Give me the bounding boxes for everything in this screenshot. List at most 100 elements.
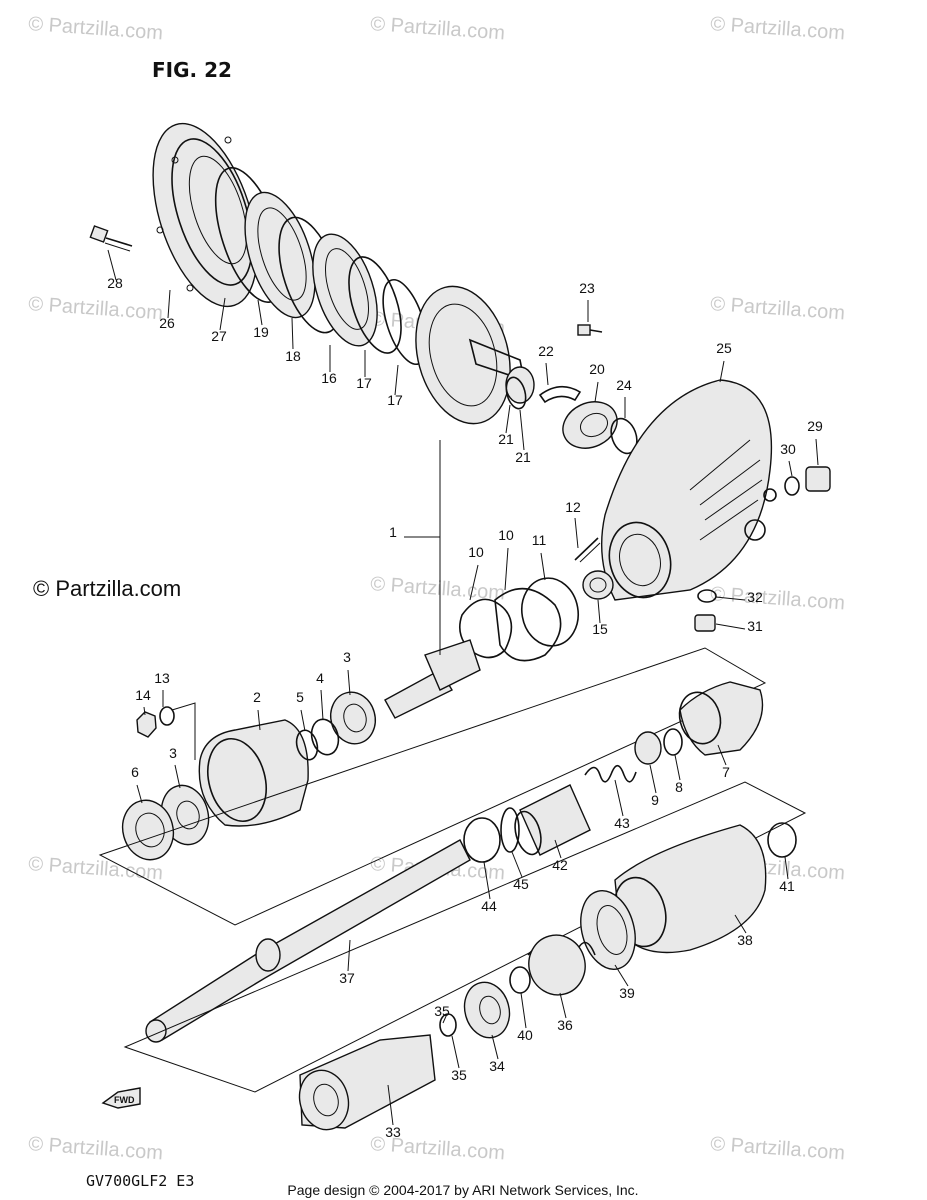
damper-cam-42 [514,784,591,856]
shim-21 [505,376,527,410]
callout-c29: 29 [807,418,823,434]
spring-43 [584,764,637,783]
watermark: © Partzilla.com [28,293,164,324]
rear-cover-plate [152,122,258,308]
ring-41 [767,822,797,858]
universal-joint-33 [298,1034,436,1131]
coupling-7 [678,681,764,756]
cam-9 [634,731,662,765]
gasket-30 [784,476,800,496]
callout-c35a: 35 [434,1003,450,1019]
callout-c21a: 21 [498,431,514,447]
callout-c39: 39 [619,985,635,1001]
callout-c1: 1 [389,524,397,540]
callout-c5: 5 [296,689,304,705]
callout-c4: 4 [316,670,324,686]
callout-c14: 14 [135,687,151,703]
stud-12 [574,537,601,563]
callout-c23: 23 [579,280,595,296]
watermark: © Partzilla.com [28,1133,164,1164]
callout-c9: 9 [651,792,659,808]
shims-10-11 [459,577,579,662]
bearing-20 [562,401,618,449]
ring-40 [509,966,531,994]
washer-8 [663,728,683,756]
callout-c19: 19 [253,324,269,340]
callout-c6: 6 [131,764,139,780]
bolt-23 [577,324,603,336]
clip-22 [538,385,582,404]
callout-c15: 15 [592,621,608,637]
callout-c16: 16 [321,370,337,386]
callout-c22: 22 [538,343,554,359]
callout-c7: 7 [722,764,730,780]
drive-shaft-tray-outline [98,647,767,926]
washer-13 [159,706,175,726]
filler-plug-29 [805,466,831,492]
callout-c30: 30 [780,441,796,457]
callout-c17a: 17 [356,375,372,391]
leader-lines [107,249,819,1126]
callout-c12: 12 [565,499,581,515]
fwd-arrow-icon: FWD [101,1087,141,1109]
callout-c18: 18 [285,348,301,364]
ring-5 [295,729,319,761]
callout-c40: 40 [517,1027,533,1043]
callout-c37: 37 [339,970,355,986]
needle-bearing-15 [582,570,614,600]
callout-c17b: 17 [387,392,403,408]
figure-label: FIG. 22 [152,58,232,82]
callout-c11: 11 [532,532,547,548]
callout-c20: 20 [589,361,605,377]
watermark: © Partzilla.com [28,13,164,44]
callout-c36: 36 [557,1017,573,1033]
callout-c43: 43 [614,815,630,831]
callout-c25: 25 [716,340,732,356]
callout-c42: 42 [552,857,568,873]
watermark: © Partzilla.com [370,13,506,44]
clip-35 [439,1013,457,1037]
bolt-28 [89,225,133,252]
bearing-case-2 [198,719,309,827]
callout-c24: 24 [616,377,632,393]
lower-tray-outline [123,781,807,1093]
washer-24 [610,417,638,455]
copyright-text: © Partzilla.com [33,576,181,601]
nut-14 [136,711,157,738]
drain-plug-31 [694,614,716,632]
callout-c10a: 10 [468,544,484,560]
callout-c34: 34 [489,1058,505,1074]
callout-c45: 45 [513,876,529,892]
callout-c2: 2 [253,689,261,705]
callout-c35b: 35 [451,1067,467,1083]
spring-36 [527,934,596,996]
spacer-34 [463,981,511,1039]
callout-c44: 44 [481,898,497,914]
callout-c31: 31 [747,618,763,634]
bearing-3a [330,691,376,745]
callout-c3a: 3 [343,649,351,665]
callout-c10b: 10 [498,527,514,543]
ring-44 [463,817,501,863]
model-code: GV700GLF2 E3 [86,1172,194,1190]
circlip-45 [500,807,520,853]
callout-c38: 38 [737,932,753,948]
boot-39 [580,890,636,970]
callout-c28: 28 [107,275,123,291]
callout-c3b: 3 [169,745,177,761]
ring-gear [415,285,535,425]
callout-c8: 8 [675,779,683,795]
watermark: © Partzilla.com [710,13,846,44]
drive-shaft-37 [145,839,471,1043]
ring-4 [310,718,340,756]
gasket-32 [697,589,717,603]
drive-pinion [384,440,481,719]
watermark: © Partzilla.com [710,293,846,324]
callout-c13: 13 [154,670,170,686]
fwd-label: FWD [114,1095,135,1105]
seal-rings-group [214,167,428,366]
callout-c27: 27 [211,328,227,344]
footer-credit: Page design © 2004-2017 by ARI Network S… [287,1182,638,1198]
